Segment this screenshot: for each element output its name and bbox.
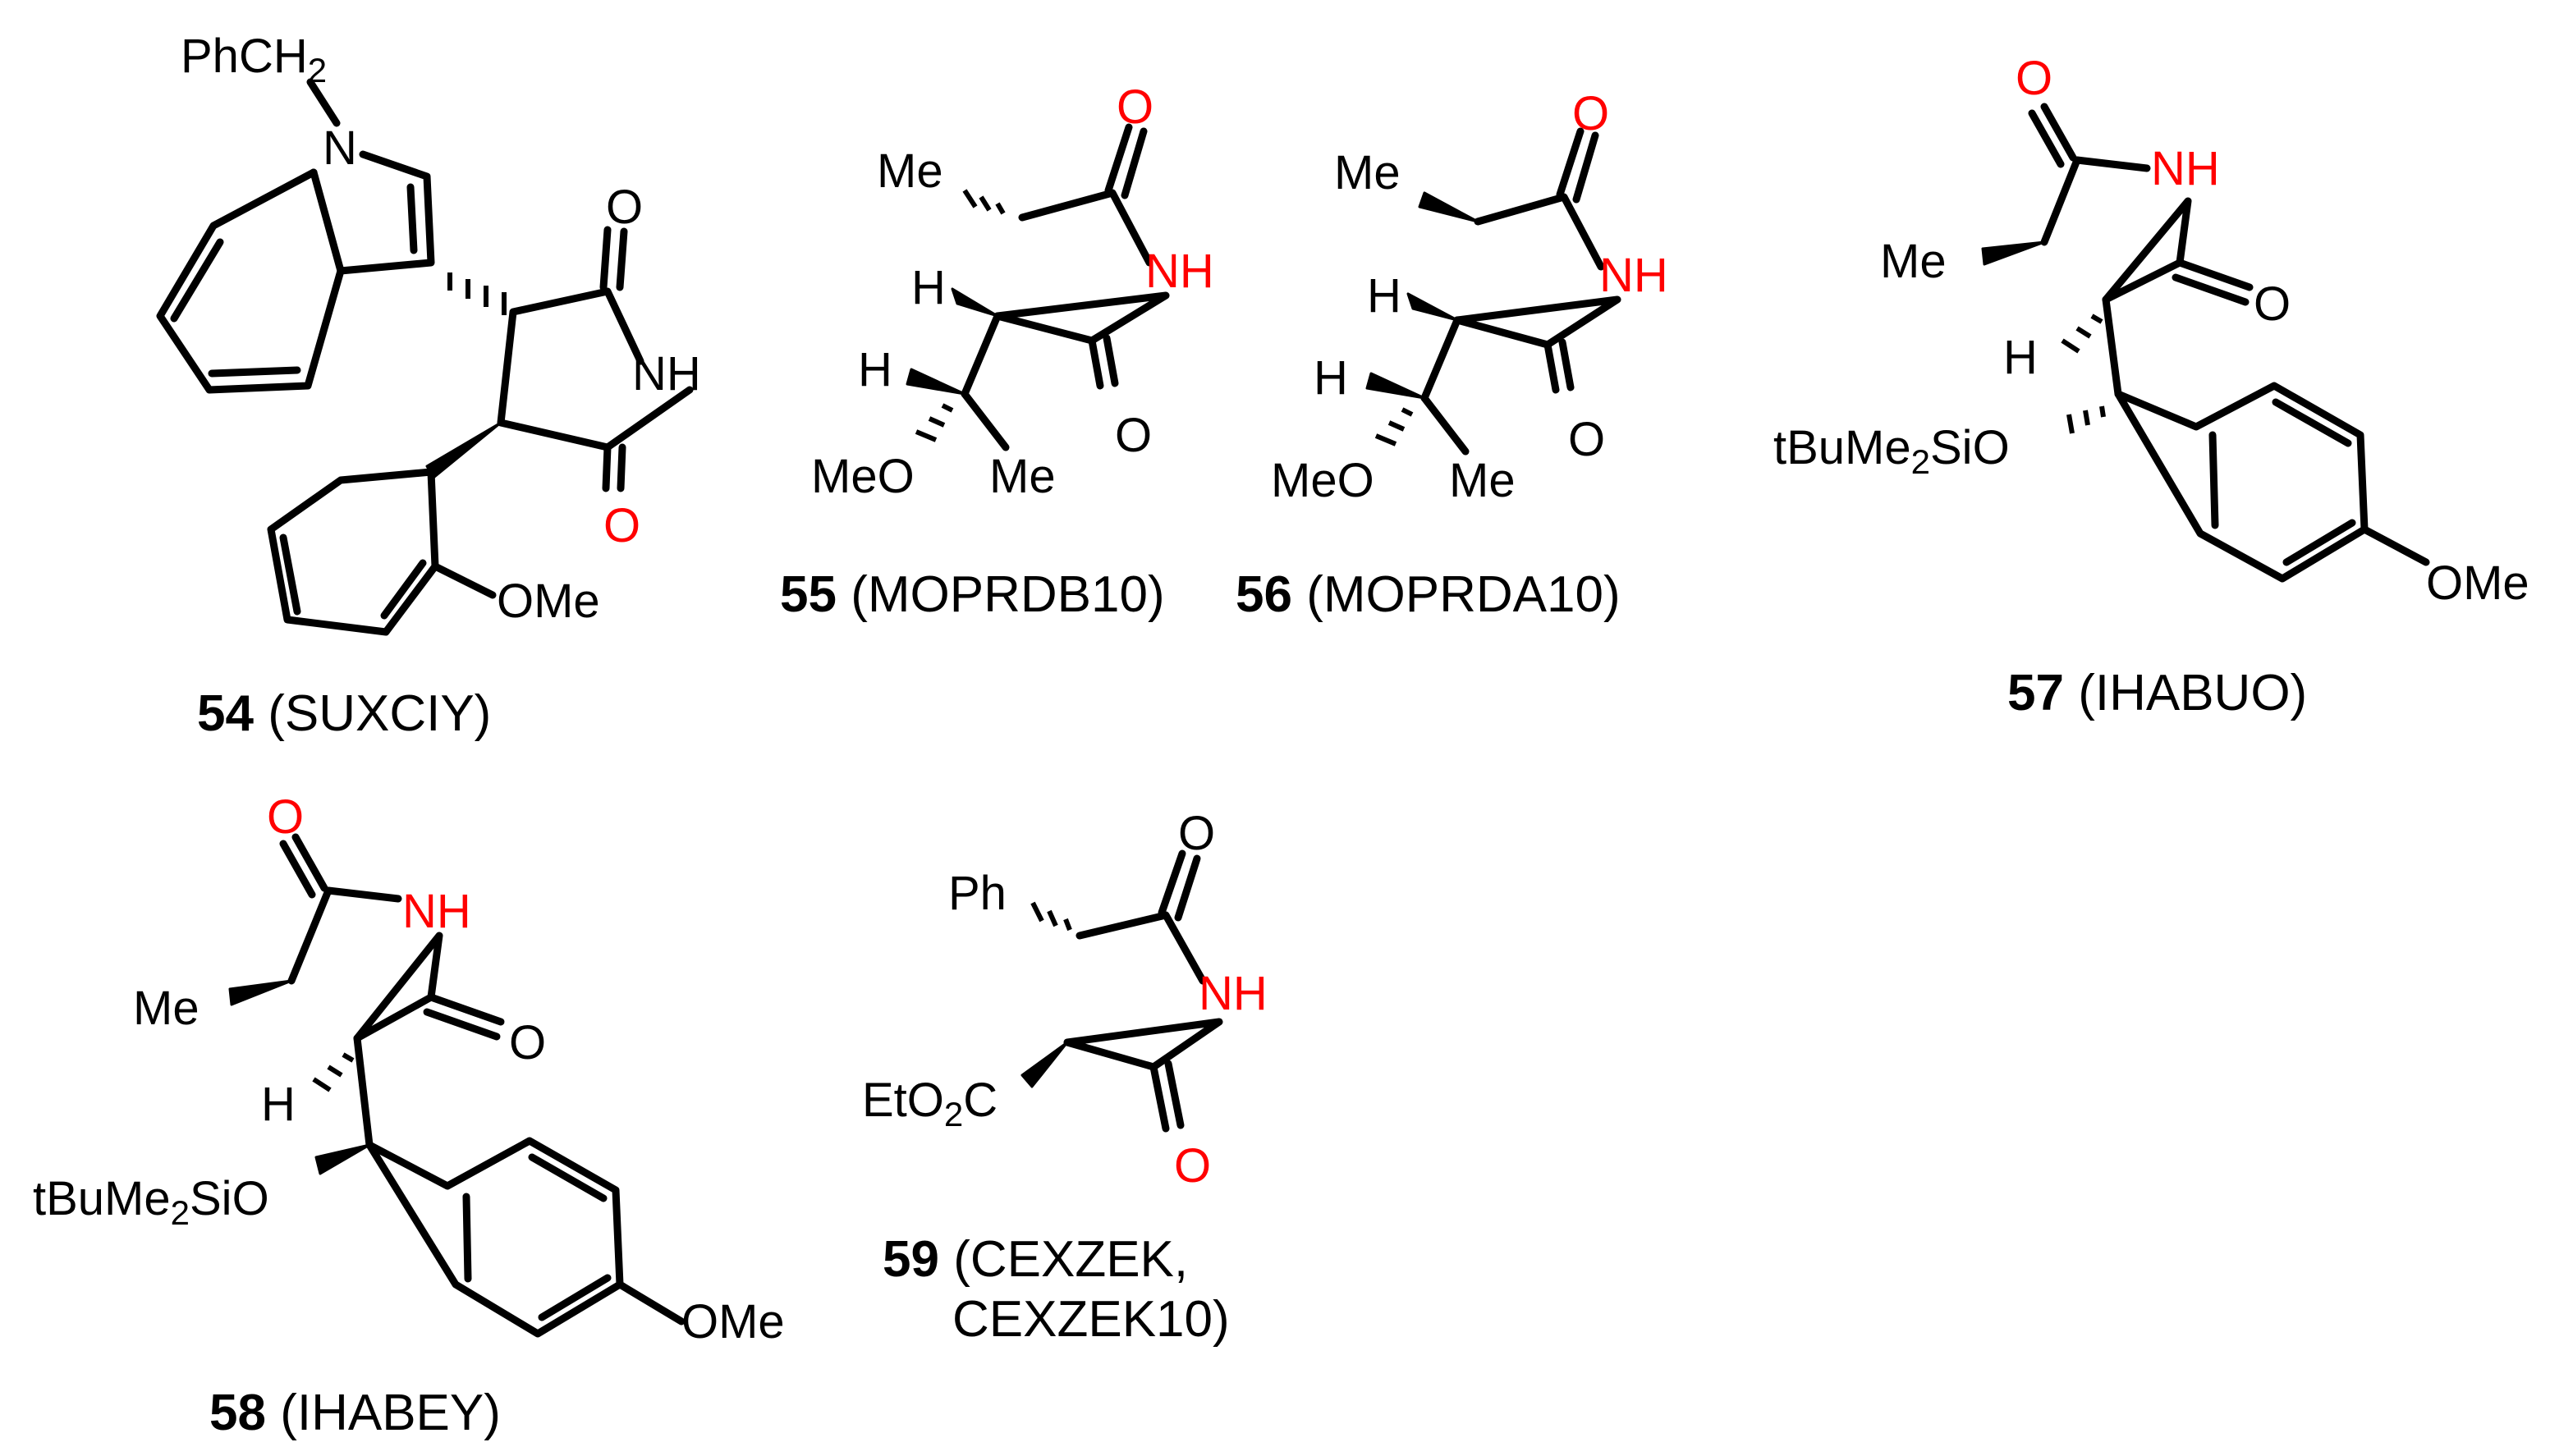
carbonyl-o-label: O: [1178, 807, 1215, 860]
hydrogen-label: H: [858, 343, 892, 396]
structure-58: O NH Me O H tBuMe2SiO OMe 58 (IHABEY): [33, 790, 785, 1441]
methyl-label: Me: [133, 982, 200, 1035]
ome-label: OMe: [681, 1295, 785, 1348]
hashed-bond: [915, 403, 954, 442]
hydrogen-label: H: [261, 1078, 296, 1131]
hashed-bond: [1030, 901, 1072, 932]
indole-n-label: N: [323, 121, 357, 175]
meo-label: MeO: [1271, 454, 1374, 507]
carbonyl-o-label: O: [2016, 52, 2052, 105]
phch2-label: PhCH2: [181, 30, 327, 89]
structure-55: Me H H O NH O MeO Me 55 (MOPRDB10): [780, 80, 1214, 623]
wedge-bond: [906, 368, 966, 396]
ome-label: OMe: [2426, 556, 2529, 610]
hashed-bond: [312, 1052, 355, 1092]
compound-caption-56: 56 (MOPRDA10): [1236, 566, 1621, 623]
phenyl-label: Ph: [948, 867, 1007, 920]
carbonyl-o-label: O: [1115, 409, 1152, 462]
meo-label: MeO: [811, 450, 915, 503]
structure-56: Me H H O NH O MeO Me 56 (MOPRDA10): [1236, 87, 1668, 623]
carbonyl-o-label: O: [509, 1016, 546, 1069]
structure-54: PhCH2 N O NH O OMe 54 (SUXCIY): [156, 30, 701, 742]
structure-59: Ph O NH EtO2C O 59 (CEXZEK, CEXZEK10): [862, 807, 1268, 1348]
carbonyl-o-label: O: [1117, 80, 1153, 134]
carbonyl-o-label: O: [267, 790, 304, 844]
hydrogen-label: H: [2003, 331, 2038, 384]
nh-label: NH: [1199, 967, 1268, 1020]
wedge-bond: [228, 979, 293, 1006]
carbonyl-o-label: O: [1568, 413, 1605, 466]
compound-caption-55: 55 (MOPRDB10): [780, 566, 1165, 623]
hydrogen-label: H: [1367, 269, 1401, 323]
wedge-bond: [314, 1143, 371, 1175]
ome-label: OMe: [497, 575, 600, 628]
nh-label: NH: [632, 347, 701, 401]
hydrogen-label: H: [911, 261, 946, 314]
methyl-label: Me: [1880, 235, 1947, 288]
hashed-bond: [1374, 407, 1414, 446]
methyl-label: Me: [989, 450, 1056, 503]
hashed-bond: [2061, 314, 2103, 354]
wedge-bond: [1981, 240, 2046, 266]
carbonyl-o-label: O: [606, 181, 643, 234]
wedge-bond: [1020, 1041, 1069, 1088]
tbdms-o-label: tBuMe2SiO: [33, 1172, 269, 1232]
compound-caption-58: 58 (IHABEY): [209, 1385, 501, 1441]
hydrogen-label: H: [1314, 351, 1348, 405]
compound-caption-57: 57 (IHABUO): [2007, 665, 2307, 721]
nh-label: NH: [1599, 249, 1668, 302]
hashed-bond: [962, 189, 1006, 215]
methyl-label: Me: [877, 144, 943, 198]
compound-caption-59: 59 (CEXZEK,: [883, 1231, 1188, 1288]
wedge-bond: [425, 421, 502, 479]
carbonyl-o-label: O: [1174, 1139, 1211, 1193]
nh-label: NH: [402, 885, 471, 938]
ester-label: EtO2C: [862, 1074, 998, 1133]
methyl-label: Me: [1334, 146, 1401, 199]
nh-label: NH: [1145, 245, 1214, 298]
hashed-bond: [2066, 405, 2106, 434]
nh-label: NH: [2151, 142, 2220, 195]
wedge-bond: [951, 287, 999, 318]
wedge-bond: [1406, 292, 1459, 322]
carbonyl-o-label: O: [1572, 87, 1609, 140]
wedge-bond: [1418, 191, 1479, 223]
wedge-bond: [1365, 372, 1426, 400]
methyl-label: Me: [1449, 454, 1516, 507]
structure-57: O NH Me O H tBuMe2SiO OMe 57 (IHABUO): [1773, 52, 2529, 721]
compound-caption-54: 54 (SUXCIY): [197, 685, 491, 742]
tbdms-o-label: tBuMe2SiO: [1773, 421, 2010, 481]
carbonyl-o-label: O: [2254, 277, 2291, 331]
hashed-bond: [447, 272, 507, 315]
carbonyl-o-label: O: [603, 499, 640, 552]
compound-caption-59-line2: CEXZEK10): [952, 1291, 1230, 1348]
